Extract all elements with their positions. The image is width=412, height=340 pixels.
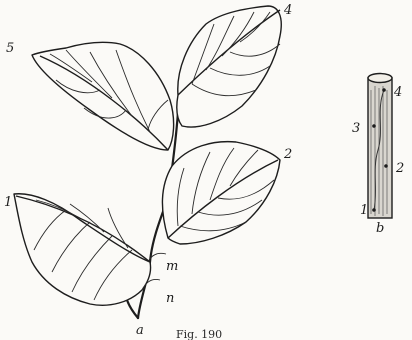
- leaf-upper-left: [32, 42, 174, 150]
- label-leaf-4: 4: [283, 3, 292, 18]
- label-leaf-n: n: [166, 291, 174, 306]
- label-leaf-1: 1: [4, 195, 12, 210]
- stem-label-right: 2: [395, 161, 404, 176]
- leaf-upper-right: [177, 6, 281, 127]
- stem-label-bottom: b: [376, 221, 384, 236]
- stem-label-top: 4: [393, 85, 402, 100]
- stem-label-bottom-left: 1: [360, 203, 368, 218]
- label-leaf-a: a: [136, 323, 144, 338]
- label-leaf-2: 2: [283, 147, 292, 162]
- label-leaf-5: 5: [6, 41, 14, 56]
- leaf-lower-left: [14, 194, 151, 305]
- leaf-middle-right: [162, 142, 280, 244]
- label-leaf-m: m: [166, 259, 178, 274]
- stem-label-left: 3: [352, 121, 360, 136]
- figure-caption: Fig. 190: [176, 328, 222, 340]
- stem-diagram: [368, 74, 392, 219]
